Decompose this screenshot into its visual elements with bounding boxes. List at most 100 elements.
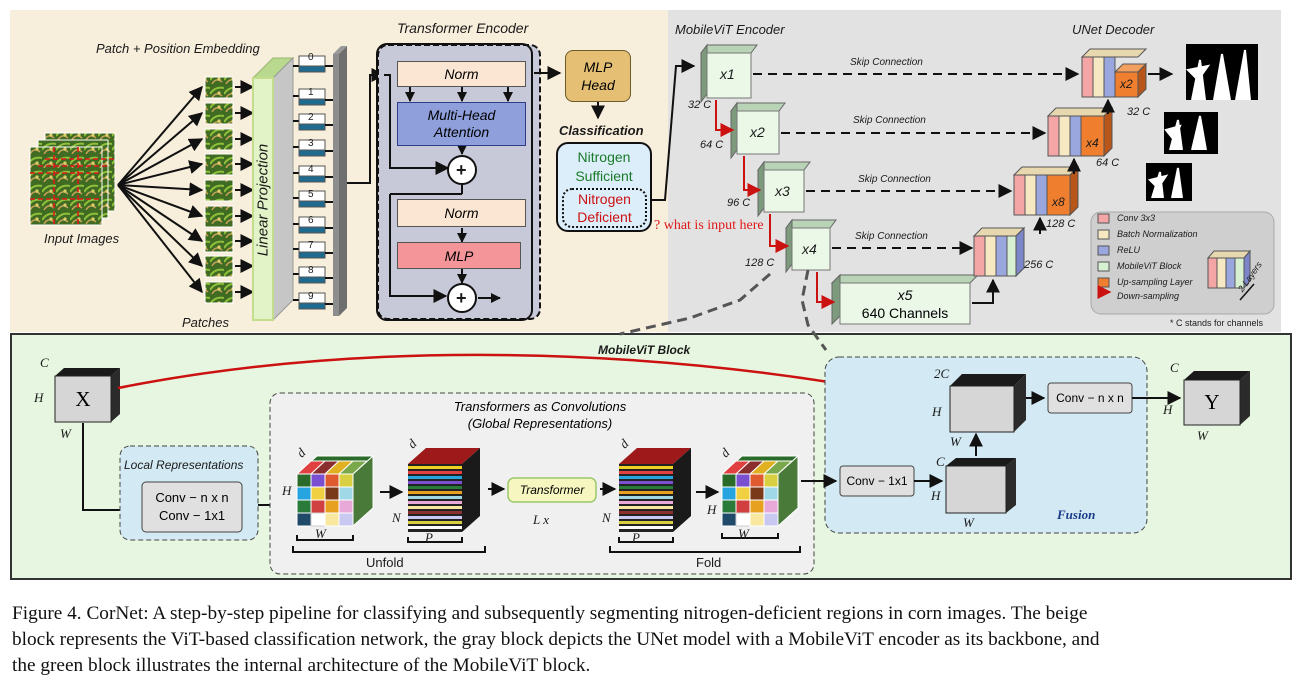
classification-box xyxy=(556,142,652,232)
fusion-cube-w-label: W xyxy=(963,515,974,530)
mobilevit-encoder-title: MobileViT Encoder xyxy=(675,22,785,37)
transformer-label: Transformer xyxy=(519,483,585,497)
transformer-box xyxy=(507,477,597,503)
add-symbol-1: + xyxy=(456,160,467,180)
embedding-bar xyxy=(333,46,347,316)
encoder-internal-arrows xyxy=(405,66,605,303)
convnxn-label: Conv − n x n xyxy=(1056,391,1124,405)
token-7: 7 xyxy=(308,240,314,251)
tac-line-2: (Global Representations) xyxy=(467,416,613,431)
skip-connection-1-label: Skip Connection xyxy=(850,57,923,68)
decoder-stack-256 xyxy=(972,226,1026,278)
token-to-bar-arrows xyxy=(325,65,333,305)
caption-line-1: Figure 4. CorNet: A step-by-step pipelin… xyxy=(12,603,1088,624)
encoder-residual-1 xyxy=(384,74,450,175)
skip-connection-2-label: Skip Connection xyxy=(853,115,926,126)
y-cube-label: Y xyxy=(1204,390,1220,414)
decoder-stack-64 xyxy=(1046,106,1114,158)
legend-two-layer-icon xyxy=(1206,249,1255,301)
multi-head-attention-box: Multi-Head Attention xyxy=(397,102,526,146)
linear-projection-block xyxy=(251,56,295,322)
legend-swatches xyxy=(1097,213,1110,288)
local-representations-title: Local Representations xyxy=(124,458,244,472)
add-node-1 xyxy=(447,155,477,185)
x2-label: x2 xyxy=(750,124,765,140)
token-4: 4 xyxy=(308,164,314,175)
mobilevit-block-title: MobileViT Block xyxy=(598,343,691,357)
linear-projection-label: Linear Projection xyxy=(254,143,272,257)
projection-to-token-arrows xyxy=(293,65,299,301)
enc-64c-label: 64 C xyxy=(700,139,724,151)
token-0: 0 xyxy=(308,52,314,63)
legend-upsampling: Up-sampling Layer xyxy=(1117,277,1193,287)
caption-line-2: block represents the ViT-based classific… xyxy=(12,629,1100,650)
x1-label: x1 xyxy=(720,66,735,82)
upsampling-x8-label: x8 xyxy=(1052,195,1065,209)
zoom-line-right xyxy=(800,269,828,351)
deficient-line-2: Deficient xyxy=(577,209,632,225)
local-conv-box xyxy=(141,481,243,533)
norm-box-2: Norm xyxy=(397,199,526,227)
class-sufficient-label: Nitrogen Sufficient xyxy=(560,147,648,187)
conv1x1-label: Conv − 1x1 xyxy=(846,474,908,488)
x4-label: x4 xyxy=(802,241,817,257)
stripe-right-n: N xyxy=(602,510,611,525)
legend-relu: ReLU xyxy=(1117,245,1141,255)
transformer-encoder-inner xyxy=(376,43,533,321)
grid-cube-unfold-input xyxy=(295,454,375,528)
unet-decoder-title: UNet Decoder xyxy=(1072,22,1155,37)
token-9: 9 xyxy=(308,291,314,302)
add-symbol-2: + xyxy=(456,288,467,308)
encoder-cube-x1 xyxy=(700,43,758,104)
patch-to-projection-arrows xyxy=(235,80,255,299)
sufficient-line-1: Nitrogen xyxy=(577,149,631,165)
fusion-cube-2c-label: 2C xyxy=(934,366,950,381)
token-2: 2 xyxy=(308,112,314,123)
norm-box-1: Norm xyxy=(397,61,526,87)
striped-block-unfold-output xyxy=(408,448,480,532)
encoder-cube-x2 xyxy=(730,101,786,160)
input-fan-arrows xyxy=(117,85,204,294)
local-conv-text: Conv − n x n Conv − 1x1 xyxy=(142,482,242,532)
segmentation-mask-2 xyxy=(1164,112,1218,154)
mlp-box: MLP xyxy=(397,242,521,269)
sufficient-line-2: Sufficient xyxy=(575,168,633,184)
classification-label: Classification xyxy=(559,123,644,138)
dec-256c-label: 256 C xyxy=(1024,259,1054,271)
token-3: 3 xyxy=(308,138,314,149)
decoder-stack-32 xyxy=(1080,48,1148,99)
fusion-cube-2c xyxy=(949,374,1026,433)
channels-footnote: * C stands for channels xyxy=(1170,318,1264,328)
tac-line-1: Transformers as Convolutions xyxy=(453,399,627,414)
mlp-head-line-2: Head xyxy=(581,77,615,93)
token-8: 8 xyxy=(308,265,314,276)
x-w-label: W xyxy=(60,426,71,441)
deficient-line-1: Nitrogen xyxy=(578,191,631,207)
token-5: 5 xyxy=(308,189,314,200)
striped-block-fold-stripes xyxy=(619,466,673,529)
fold-label: Fold xyxy=(696,555,722,570)
decoder-stack-128 xyxy=(1012,165,1080,217)
x-h-label: H xyxy=(34,390,44,405)
fusion-cube-2c-h-label: H xyxy=(932,404,942,419)
fusion-cube-h-label: H xyxy=(931,488,941,503)
x5-line-1: x5 xyxy=(897,286,913,303)
output-cube-y xyxy=(1183,371,1250,426)
legend-downsampling: Down-sampling xyxy=(1117,291,1180,301)
x3-label: x3 xyxy=(775,183,790,199)
encoder-cube-x4 xyxy=(785,218,837,274)
local-conv-line-1: Conv − n x n xyxy=(155,490,229,505)
downsampling-arrows xyxy=(715,100,836,309)
legend-conv3x3: Conv 3x3 xyxy=(1117,213,1156,223)
input-cube-x xyxy=(54,368,120,423)
x5-line-2: 640 Channels xyxy=(861,304,949,321)
red-residual-arrow xyxy=(117,353,922,404)
transformers-as-convolutions-title: Transformers as Convolutions (Global Rep… xyxy=(400,397,680,433)
striped-block-unfold-stripes xyxy=(408,466,462,529)
patch-tiles xyxy=(204,76,234,304)
enc-96c-label: 96 C xyxy=(727,197,751,209)
fusion-cube-c-label: C xyxy=(936,454,945,469)
input-question-annotation: ? what is input here xyxy=(654,218,764,233)
grid-cube-fold-output xyxy=(720,454,800,528)
zoom-line-left xyxy=(619,272,771,336)
